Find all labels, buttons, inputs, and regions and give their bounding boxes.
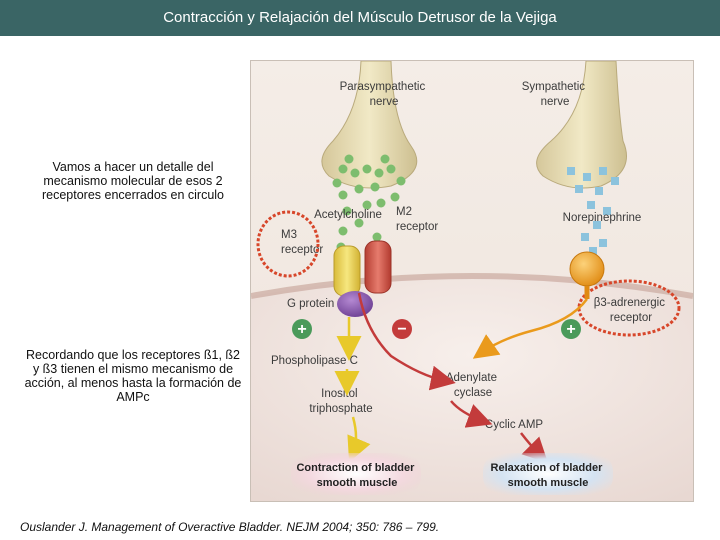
parasympathetic-nerve-label: Parasympathetic nerve: [340, 81, 429, 108]
sympathetic-nerve-label: Sympathetic nerve: [522, 81, 588, 108]
inhibition-sign-m2: [392, 319, 412, 339]
relaxation-glow: [483, 453, 613, 495]
stimulation-sign-beta3: [561, 319, 581, 339]
g-protein: [337, 291, 373, 317]
m3-receptor: [333, 245, 361, 297]
relaxation-label: Relaxation of bladder smooth muscle: [491, 462, 606, 489]
norepinephrine-label: Norepinephrine: [563, 212, 642, 224]
sympathetic-nerve: [536, 61, 627, 189]
m2-receptor: [364, 240, 392, 294]
slide-title: Contracción y Relajación del Músculo Det…: [0, 0, 720, 36]
contraction-glow: [291, 453, 421, 495]
m3-highlight-circle: [256, 210, 320, 278]
acetylcholine-molecules: [332, 154, 406, 252]
adenylate-cyclase-label: Adenylate cyclase: [446, 372, 500, 399]
note-beta-receptors: Recordando que los receptores ß1, ß2 y ß…: [24, 348, 242, 404]
inhibition-arrow-to-cyclase: [357, 292, 456, 391]
minus-sign: −: [397, 321, 406, 338]
note-receptors-detail: Vamos a hacer un detalle del mecanismo m…: [41, 160, 225, 202]
cell-membrane: [251, 273, 693, 299]
beta3-highlight-circle: [577, 279, 681, 337]
phospholipase-c-label: Phospholipase C: [271, 355, 358, 367]
m3-receptor-label: M3 receptor: [281, 229, 323, 256]
cyclic-amp-label: Cyclic AMP: [485, 419, 543, 431]
beta3-arrow-to-cyclase: [472, 298, 589, 359]
citation: Ouslander J. Management of Overactive Bl…: [20, 520, 440, 534]
ip3-arrow-to-contraction: [347, 416, 371, 463]
cyclase-arrow-to-camp: [450, 400, 493, 428]
beta3-receptor: [569, 251, 605, 287]
g-protein-label: G protein: [287, 298, 334, 310]
acetylcholine-label: Acetylcholine: [314, 209, 382, 221]
plus-sign-left: +: [297, 321, 306, 338]
stimulation-sign-m3: [292, 319, 312, 339]
plus-sign-right: +: [566, 321, 575, 338]
m2-receptor-label: M2 receptor: [396, 206, 438, 233]
beta3-receptor-label: β3-adrenergic receptor: [594, 297, 668, 324]
norepinephrine-molecules: [567, 167, 619, 255]
bladder-receptor-diagram: Parasympathetic nerve Sympathetic nerve …: [250, 60, 694, 502]
contraction-label: Contraction of bladder smooth muscle: [296, 462, 417, 489]
